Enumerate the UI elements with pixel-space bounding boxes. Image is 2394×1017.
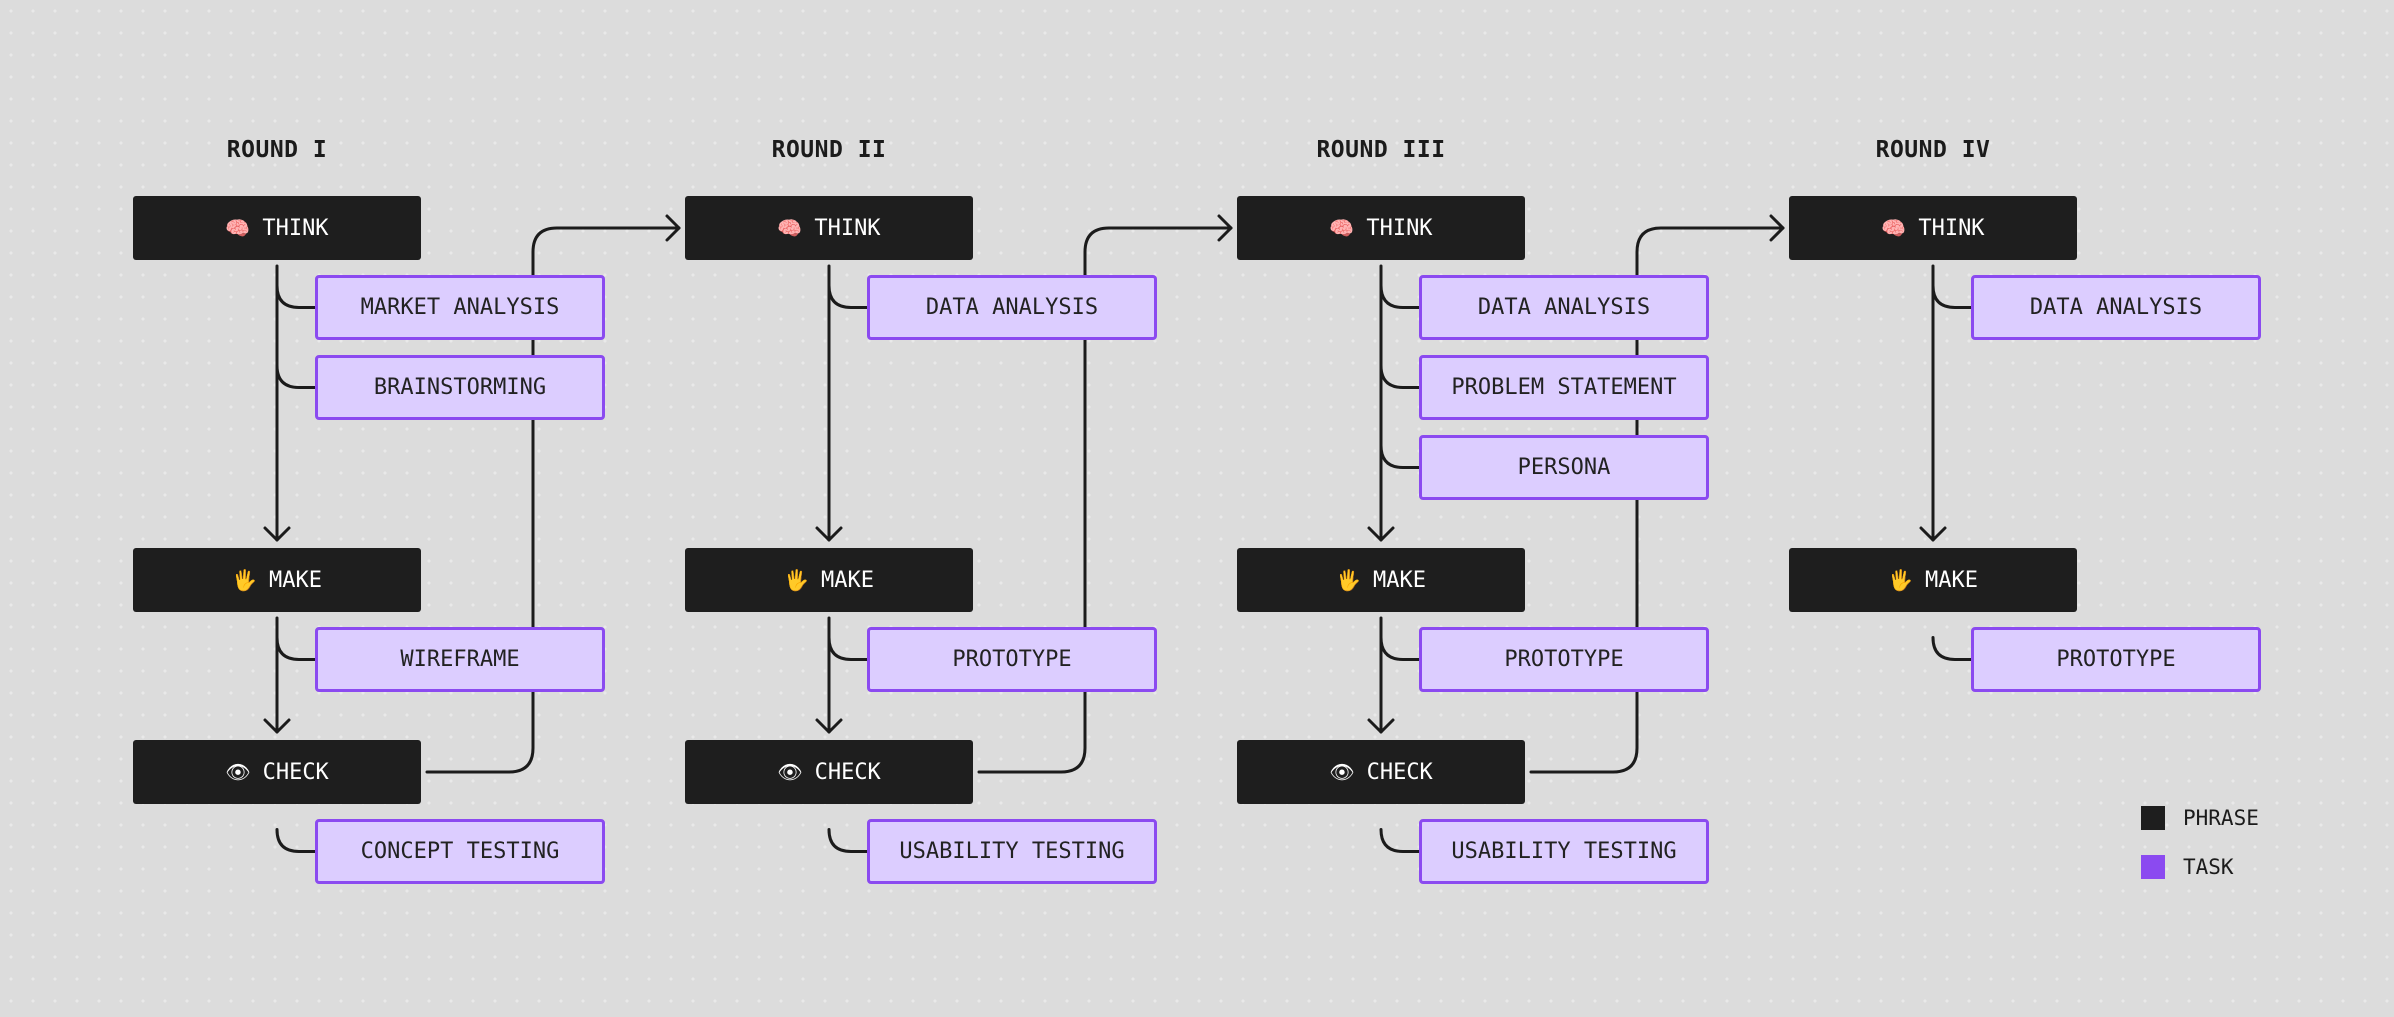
round-2-check-branch bbox=[827, 828, 869, 853]
brain-icon: 🧠 bbox=[225, 216, 251, 240]
round-1-title: ROUND I bbox=[226, 137, 328, 163]
round-4-make-label: MAKE bbox=[1924, 567, 1978, 593]
round-3-check-label: CHECK bbox=[1366, 759, 1433, 785]
hand-icon: 🖐 bbox=[1888, 568, 1913, 592]
round-1-think-branch bbox=[275, 284, 317, 309]
round-4-make-phase[interactable]: 🖐 MAKE bbox=[1789, 548, 2077, 612]
hand-icon: 🖐 bbox=[232, 568, 257, 592]
round-3-think-task[interactable]: DATA ANALYSIS bbox=[1419, 275, 1709, 340]
legend-swatch-task bbox=[2141, 855, 2165, 879]
round-2-make-to-check-arrow bbox=[815, 718, 843, 734]
round-3-to-next-round-line bbox=[1529, 226, 1785, 774]
round-2-to-next-round-line bbox=[977, 226, 1233, 774]
round-3-make-task[interactable]: PROTOTYPE bbox=[1419, 627, 1709, 692]
round-2-think-branch bbox=[827, 284, 869, 309]
legend-label-task: TASK bbox=[2183, 855, 2234, 879]
round-4-think-label: THINK bbox=[1918, 215, 1985, 241]
legend-label-phrase: PHRASE bbox=[2183, 806, 2259, 830]
round-1-make-task[interactable]: WIREFRAME bbox=[315, 627, 605, 692]
round-3-check-phase[interactable]: 👁 CHECK bbox=[1237, 740, 1525, 804]
legend-item-phrase: PHRASE bbox=[2141, 806, 2259, 830]
round-1-make-phase[interactable]: 🖐 MAKE bbox=[133, 548, 421, 612]
round-2-think-to-make-arrow bbox=[815, 526, 843, 542]
round-1-check-task[interactable]: CONCEPT TESTING bbox=[315, 819, 605, 884]
round-1-think-phase[interactable]: 🧠 THINK bbox=[133, 196, 421, 260]
round-1-check-branch bbox=[275, 828, 317, 853]
round-2-make-branch bbox=[827, 636, 869, 661]
round-3-think-task[interactable]: PERSONA bbox=[1419, 435, 1709, 500]
round-3-make-to-check-arrow bbox=[1367, 718, 1395, 734]
round-4-think-branch bbox=[1931, 284, 1973, 309]
round-1-make-branch bbox=[275, 636, 317, 661]
round-3-think-label: THINK bbox=[1366, 215, 1433, 241]
hand-icon: 🖐 bbox=[784, 568, 809, 592]
round-1-check-label: CHECK bbox=[262, 759, 329, 785]
round-1-think-task[interactable]: BRAINSTORMING bbox=[315, 355, 605, 420]
eye-icon: 👁 bbox=[225, 760, 251, 784]
round-2-make-label: MAKE bbox=[820, 567, 874, 593]
round-3-think-task[interactable]: PROBLEM STATEMENT bbox=[1419, 355, 1709, 420]
round-3-think-phase[interactable]: 🧠 THINK bbox=[1237, 196, 1525, 260]
round-3-think-branch bbox=[1379, 364, 1421, 389]
eye-icon: 👁 bbox=[777, 760, 803, 784]
round-1-check-phase[interactable]: 👁 CHECK bbox=[133, 740, 421, 804]
round-3-to-next-round-arrow bbox=[1769, 214, 1785, 242]
round-2-check-phase[interactable]: 👁 CHECK bbox=[685, 740, 973, 804]
round-3-make-branch bbox=[1379, 636, 1421, 661]
round-4-title: ROUND IV bbox=[1875, 137, 1991, 163]
legend-item-task: TASK bbox=[2141, 855, 2234, 879]
round-2-title: ROUND II bbox=[771, 137, 887, 163]
legend-swatch-phrase bbox=[2141, 806, 2165, 830]
round-1-make-label: MAKE bbox=[268, 567, 322, 593]
round-3-check-branch bbox=[1379, 828, 1421, 853]
round-1-make-to-check-arrow bbox=[263, 718, 291, 734]
round-4-make-branch bbox=[1931, 636, 1973, 661]
round-3-title: ROUND III bbox=[1316, 137, 1446, 163]
round-4-think-phase[interactable]: 🧠 THINK bbox=[1789, 196, 2077, 260]
round-1-to-next-round-arrow bbox=[665, 214, 681, 242]
round-2-to-next-round-arrow bbox=[1217, 214, 1233, 242]
round-3-check-task[interactable]: USABILITY TESTING bbox=[1419, 819, 1709, 884]
round-2-think-label: THINK bbox=[814, 215, 881, 241]
round-2-make-phase[interactable]: 🖐 MAKE bbox=[685, 548, 973, 612]
round-2-check-task[interactable]: USABILITY TESTING bbox=[867, 819, 1157, 884]
round-2-think-task[interactable]: DATA ANALYSIS bbox=[867, 275, 1157, 340]
brain-icon: 🧠 bbox=[777, 216, 803, 240]
round-4-think-task[interactable]: DATA ANALYSIS bbox=[1971, 275, 2261, 340]
round-1-to-next-round-line bbox=[425, 226, 681, 774]
round-1-think-label: THINK bbox=[262, 215, 329, 241]
round-2-think-phase[interactable]: 🧠 THINK bbox=[685, 196, 973, 260]
eye-icon: 👁 bbox=[1329, 760, 1355, 784]
round-3-think-branch bbox=[1379, 284, 1421, 309]
round-2-make-task[interactable]: PROTOTYPE bbox=[867, 627, 1157, 692]
round-1-think-branch bbox=[275, 364, 317, 389]
round-3-think-to-make-arrow bbox=[1367, 526, 1395, 542]
round-3-make-label: MAKE bbox=[1372, 567, 1426, 593]
round-3-think-branch bbox=[1379, 444, 1421, 469]
hand-icon: 🖐 bbox=[1336, 568, 1361, 592]
round-1-think-task[interactable]: MARKET ANALYSIS bbox=[315, 275, 605, 340]
round-2-check-label: CHECK bbox=[814, 759, 881, 785]
brain-icon: 🧠 bbox=[1329, 216, 1355, 240]
round-4-make-task[interactable]: PROTOTYPE bbox=[1971, 627, 2261, 692]
round-1-think-to-make-arrow bbox=[263, 526, 291, 542]
round-3-make-phase[interactable]: 🖐 MAKE bbox=[1237, 548, 1525, 612]
round-4-think-to-make-arrow bbox=[1919, 526, 1947, 542]
brain-icon: 🧠 bbox=[1881, 216, 1907, 240]
